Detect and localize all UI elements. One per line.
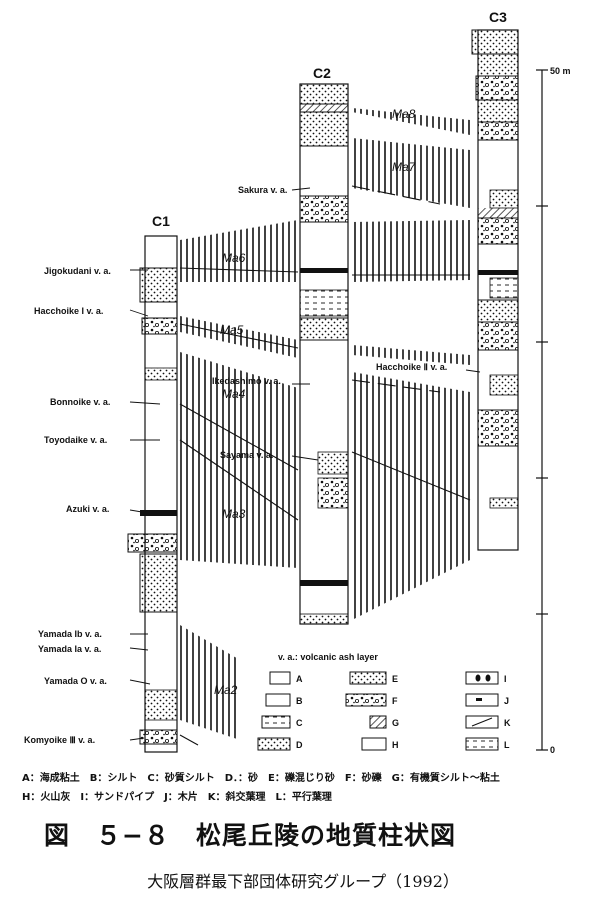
zone-label-ma4: Ma4 [222,387,246,401]
ash-label-yamada-ib: Yamada Ib v. a. [38,629,102,639]
caption-line-2: H：火山灰 I：サンドパイプ J：木片 K：斜交葉理 L：平行葉理 [22,792,332,803]
scale-bar [536,69,548,751]
zone-band-ma5-right [352,345,470,365]
legend-key-b: B [296,696,303,706]
marine-hatch-bands [180,108,470,740]
column-c1 [127,235,178,753]
legend-title: v. a.: volcanic ash layer [278,652,378,662]
legend-key-a: A [296,674,303,684]
legend-key-e: E [392,674,398,684]
column-c3 [471,29,519,551]
ash-label-komyoike-3: Komyoike Ⅲ v. a. [24,735,95,745]
figure-source: 大阪層群最下部団体研究グループ（1992） [147,872,459,891]
legend-key-j: J [504,696,509,706]
legend-key-c: C [296,718,303,728]
ash-label-yamada-ia: Yamada Ia v. a. [38,644,101,654]
legend-key-l: L [504,740,510,750]
zone-label-ma7: Ma7 [392,160,417,174]
c1-leaders [129,269,161,741]
legend-key-g: G [392,718,399,728]
ash-label-yamada-o: Yamada O v. a. [44,676,107,686]
zone-label-ma6: Ma6 [222,251,246,265]
ash-label-azuki: Azuki v. a. [66,504,109,514]
scale-top-label: 50 m [550,66,571,76]
zone-label-ma3: Ma3 [222,507,246,521]
legend-key-d: D [296,740,303,750]
column-title-c1: C1 [152,213,170,229]
zone-band-ma6-left [180,220,298,282]
zone-band-ma6-right [352,220,470,282]
stratigraphic-diagram: C1 C2 C3 50 m 0 Jigokudani v. a. Hacchoi… [24,9,571,755]
legend-key-f: F [392,696,398,706]
zone-band-ma2 [180,625,240,740]
legend-key-h: H [392,740,399,750]
correlation-lines [179,185,471,746]
column-c2 [299,83,349,625]
zone-band-ma7 [352,138,470,208]
ash-label-bonnoike: Bonnoike v. a. [50,397,110,407]
c2-leaders [291,187,319,461]
legend-key-k: K [504,718,511,728]
zone-band-ma8 [352,108,470,135]
legend-symbols [257,671,499,751]
figure-title: 図 ５−８ 松尾丘陵の地質柱状図 [44,821,456,850]
zone-band-ma4-ma3-right [352,372,470,620]
ash-label-sakura: Sakura v. a. [238,185,287,195]
ash-label-toyodaike: Toyodaike v. a. [44,435,107,445]
legend-marks [471,674,493,727]
column-title-c2: C2 [313,65,331,81]
column-title-c3: C3 [489,9,507,25]
zone-label-ma8: Ma8 [392,107,416,121]
zone-band-ma4-ma3-left [180,352,298,568]
ash-label-sayama: Sayama v. a. [220,450,273,460]
zone-label-ma2: Ma2 [214,683,238,697]
ash-label-hacchoike-1: Hacchoike I v. a. [34,306,103,316]
zone-band-ma5-left [180,316,298,358]
ash-label-ikedashimo: Ikedashimo v. a. [212,376,281,386]
ash-label-hacchoike-2: Hacchoike Ⅱ v. a. [376,362,447,372]
ash-label-jigokudani: Jigokudani v. a. [44,266,111,276]
zone-label-ma5: Ma5 [220,323,244,337]
caption-line-1: A：海成粘土 B：シルト C：砂質シルト D．：砂 E：礫混じり砂 F：砂礫 G… [22,773,500,784]
legend-key-i: I [504,674,507,684]
scale-bottom-label: 0 [550,745,555,755]
